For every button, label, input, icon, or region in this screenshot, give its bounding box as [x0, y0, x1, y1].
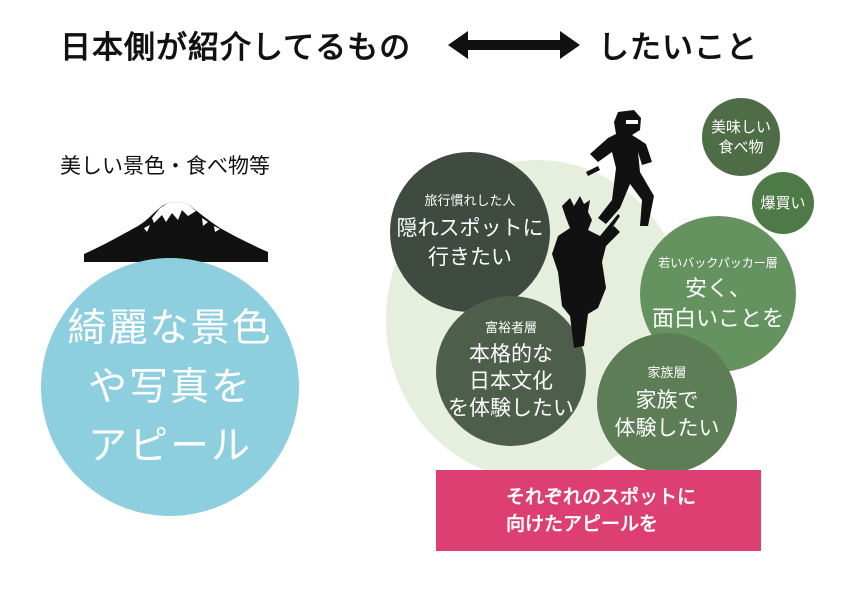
- conclusion-line: 向けたアピールを: [506, 512, 659, 535]
- segment-want-line: 本格的な: [469, 342, 553, 366]
- segment-want-line: 行きたい: [428, 244, 512, 269]
- segment-want-line: 安く、: [684, 276, 751, 302]
- travel-savvy-circle: 旅行慣れした人 隠れスポットに 行きたい: [390, 152, 550, 312]
- segment-want-line: 家族で: [635, 387, 699, 412]
- segment-want-line: 面白いことを: [651, 306, 784, 332]
- ninja-silhouette-icon: [586, 110, 654, 226]
- mount-fuji-icon: [84, 202, 268, 262]
- landscape-appeal-circle: 綺麗な景色 や写真を アピール: [41, 258, 299, 516]
- right-title: したいこと: [598, 30, 758, 66]
- segment-label: 富裕者層: [484, 321, 537, 336]
- samurai-silhouette-icon: [552, 196, 620, 348]
- landscape-caption: 美しい景色・食べ物等: [60, 154, 270, 178]
- segment-want-line: 日本文化: [469, 369, 553, 393]
- family-circle: 家族層 家族で 体験したい: [597, 333, 737, 473]
- conclusion-line: それぞれのスポットに: [506, 485, 697, 508]
- appeal-line: アピール: [87, 423, 252, 469]
- wealthy-circle: 富裕者層 本格的な 日本文化 を体験したい: [436, 296, 586, 446]
- segment-want-line: を体験したい: [448, 396, 574, 420]
- segment-label: 旅行慣れした人: [424, 193, 516, 209]
- conclusion-box: それぞれのスポットに 向けたアピールを: [436, 470, 761, 551]
- segment-want-line: 美味しい: [710, 118, 771, 136]
- appeal-line: 綺麗な景色: [67, 305, 273, 351]
- segment-want-line: 隠れスポットに: [396, 215, 544, 240]
- shopping-circle: 爆買い: [752, 172, 814, 234]
- segment-want-line: 爆買い: [760, 194, 806, 212]
- segment-label: 家族層: [647, 365, 687, 381]
- segment-label: 若いバックパッカー層: [658, 255, 778, 270]
- appeal-line: や写真を: [87, 364, 252, 410]
- segment-want-line: 食べ物: [718, 138, 764, 156]
- double-arrow-icon: [448, 31, 580, 59]
- left-title: 日本側が紹介してるもの: [60, 30, 412, 66]
- food-circle: 美味しい 食べ物: [702, 98, 780, 176]
- segment-want-line: 体験したい: [614, 415, 720, 440]
